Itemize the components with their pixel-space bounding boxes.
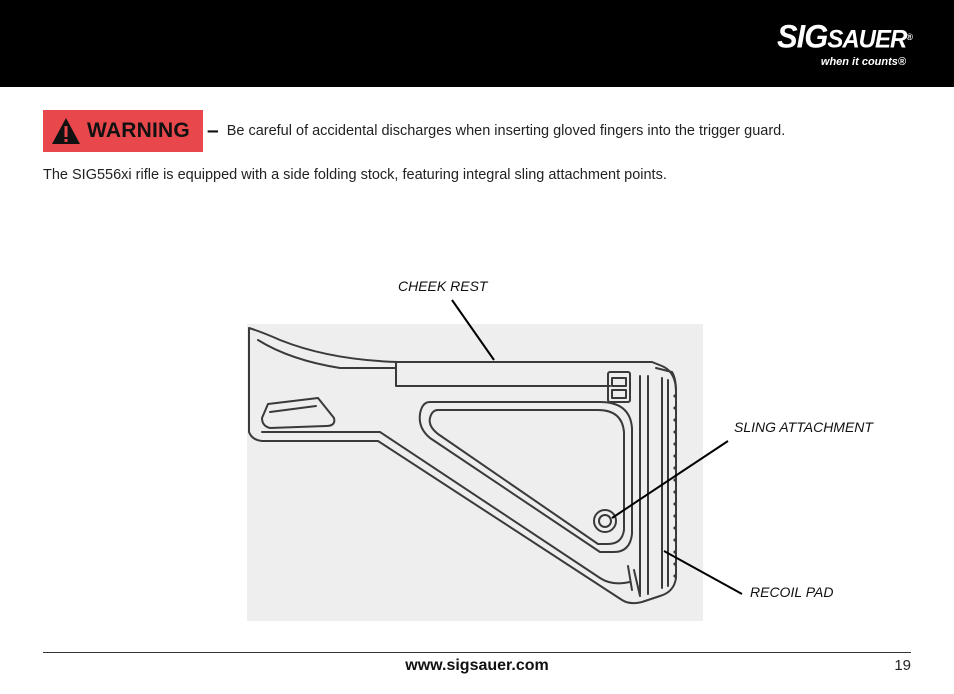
warning-dash: – (207, 119, 219, 142)
callout-recoil-pad: RECOIL PAD (750, 584, 834, 600)
header-bar: SIGSAUER® when it counts® (0, 0, 954, 87)
footer-website-link[interactable]: www.sigsauer.com (405, 657, 549, 674)
sling-attachment-leader (611, 440, 729, 519)
logo-tagline: when it counts® (820, 56, 906, 68)
stock-figure-background (247, 324, 703, 621)
callout-cheek-rest: CHEEK REST (398, 278, 488, 294)
recoil-pad-leader (663, 550, 743, 595)
cheek-rest-leader (451, 299, 495, 361)
sig-sauer-logo: SIGSAUER® when it counts® (772, 18, 913, 82)
intro-paragraph: The SIG556xi rifle is equipped with a si… (43, 167, 667, 183)
logo-wordmark: SIGSAUER® (776, 18, 913, 55)
warning-notice: WARNING – Be careful of accidental disch… (43, 110, 785, 152)
warning-badge: WARNING (43, 110, 203, 152)
warning-text: Be careful of accidental discharges when… (226, 123, 786, 139)
warning-label: WARNING (87, 119, 190, 142)
callout-sling-attachment: SLING ATTACHMENT (734, 419, 873, 435)
warning-triangle-icon (52, 118, 80, 144)
page-number: 19 (894, 657, 911, 674)
footer-divider (43, 652, 911, 653)
